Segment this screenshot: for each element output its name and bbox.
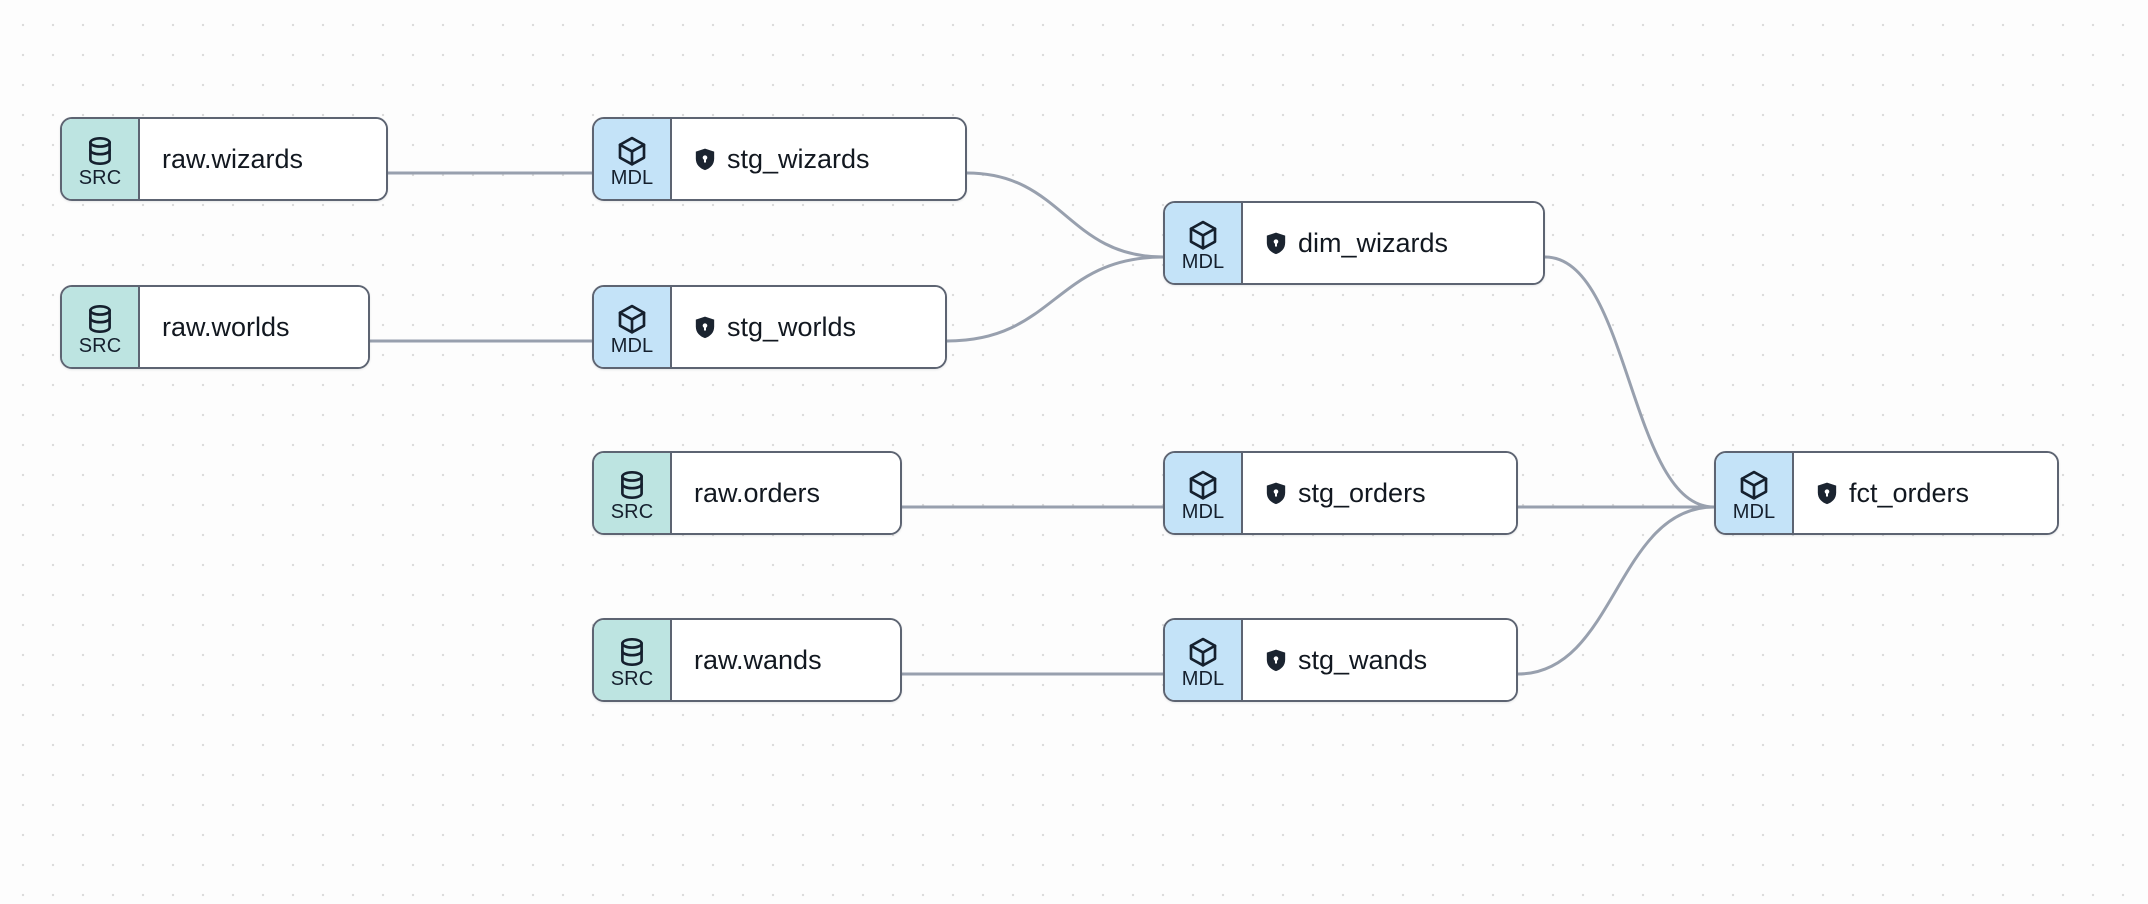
shield-lock-icon — [1266, 232, 1286, 254]
badge-label: SRC — [610, 667, 654, 690]
cube-icon — [618, 304, 646, 334]
node-badge-src: SRC — [62, 287, 140, 367]
node-fct_orders[interactable]: MDL fct_orders — [1714, 451, 2059, 535]
node-body: stg_orders — [1243, 453, 1516, 533]
node-label: dim_wizards — [1298, 228, 1449, 258]
badge-label: MDL — [610, 334, 654, 357]
node-raw_wands[interactable]: SRC raw.wands — [592, 618, 902, 702]
node-stg_wands[interactable]: MDL stg_wands — [1163, 618, 1518, 702]
node-label: stg_wizards — [727, 144, 870, 174]
node-body: stg_worlds — [672, 287, 945, 367]
shield-lock-icon — [1266, 649, 1286, 671]
shield-lock-icon — [695, 148, 715, 170]
node-badge-src: SRC — [594, 453, 672, 533]
node-body: stg_wizards — [672, 119, 965, 199]
edge-dim_wizards-to-fct_orders — [1543, 255, 1716, 509]
node-badge-mdl: MDL — [1165, 620, 1243, 700]
badge-label: MDL — [610, 166, 654, 189]
database-icon — [621, 637, 643, 666]
badge-label: MDL — [1732, 500, 1776, 523]
node-badge-mdl: MDL — [594, 287, 672, 367]
badge-label: SRC — [610, 500, 654, 523]
node-label: raw.orders — [694, 478, 821, 508]
cube-icon — [1740, 470, 1768, 500]
edge-stg_wands-to-fct_orders — [1516, 505, 1716, 676]
node-badge-src: SRC — [62, 119, 140, 199]
node-raw_orders[interactable]: SRC raw.orders — [592, 451, 902, 535]
node-raw_wizards[interactable]: SRC raw.wizards — [60, 117, 388, 201]
node-body: stg_wands — [1243, 620, 1516, 700]
edge-stg_worlds-to-dim_wizards — [945, 255, 1165, 343]
node-badge-mdl: MDL — [594, 119, 672, 199]
node-badge-mdl: MDL — [1165, 453, 1243, 533]
node-stg_worlds[interactable]: MDL stg_worlds — [592, 285, 947, 369]
node-body: raw.wands — [672, 620, 900, 700]
node-label: stg_orders — [1298, 478, 1426, 508]
node-badge-mdl: MDL — [1165, 203, 1243, 283]
cube-icon — [1189, 637, 1217, 667]
node-raw_worlds[interactable]: SRC raw.worlds — [60, 285, 370, 369]
edge-stg_wizards-to-dim_wizards — [965, 171, 1165, 259]
badge-label: SRC — [78, 334, 122, 357]
node-badge-src: SRC — [594, 620, 672, 700]
node-body: raw.orders — [672, 453, 900, 533]
node-label: raw.wands — [694, 645, 822, 675]
node-label: stg_wands — [1298, 645, 1428, 675]
database-icon — [89, 304, 111, 333]
node-label: raw.wizards — [162, 144, 304, 174]
cube-icon — [1189, 470, 1217, 500]
shield-lock-icon — [1266, 482, 1286, 504]
shield-lock-icon — [695, 316, 715, 338]
database-icon — [89, 136, 111, 165]
cube-icon — [618, 136, 646, 166]
node-dim_wizards[interactable]: MDL dim_wizards — [1163, 201, 1545, 285]
node-body: dim_wizards — [1243, 203, 1543, 283]
database-icon — [621, 470, 643, 499]
node-stg_wizards[interactable]: MDL stg_wizards — [592, 117, 967, 201]
badge-label: MDL — [1181, 667, 1225, 690]
node-body: fct_orders — [1794, 453, 2057, 533]
badge-label: SRC — [78, 166, 122, 189]
badge-label: MDL — [1181, 500, 1225, 523]
node-label: stg_worlds — [727, 312, 857, 342]
node-label: raw.worlds — [162, 312, 290, 342]
node-label: fct_orders — [1849, 478, 1970, 508]
node-body: raw.wizards — [140, 119, 386, 199]
badge-label: MDL — [1181, 250, 1225, 273]
shield-lock-icon — [1817, 482, 1837, 504]
node-body: raw.worlds — [140, 287, 368, 367]
node-stg_orders[interactable]: MDL stg_orders — [1163, 451, 1518, 535]
node-badge-mdl: MDL — [1716, 453, 1794, 533]
cube-icon — [1189, 220, 1217, 250]
